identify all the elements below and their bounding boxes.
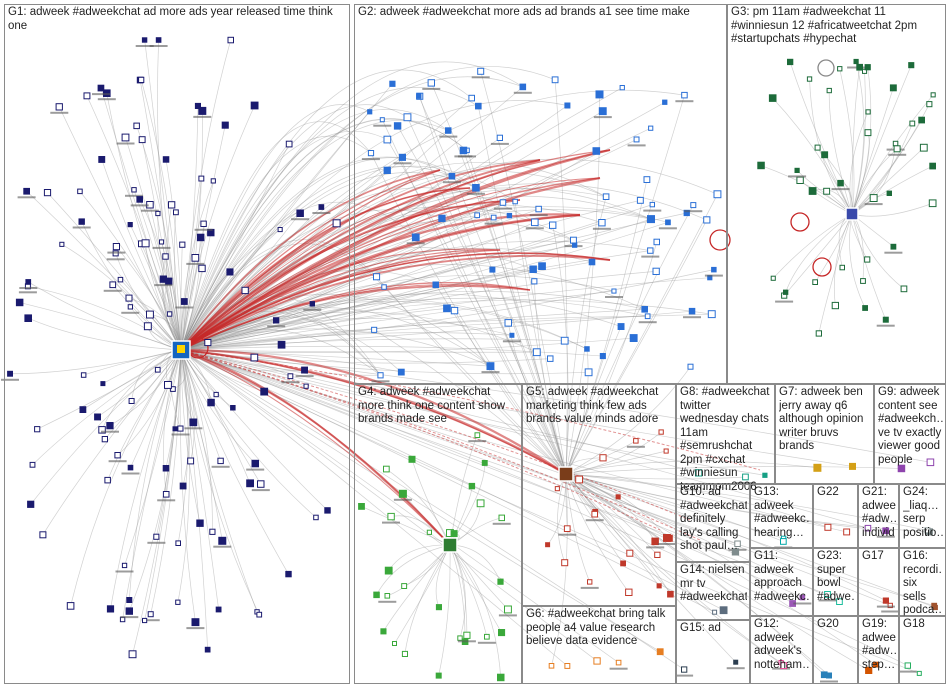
group-label: G17	[862, 550, 896, 564]
group-label: G9: adweek content see #adweekch… ve tv …	[878, 386, 943, 467]
group-box-g19: G19: adweek #adw… step…	[858, 616, 899, 684]
group-label: G23: super bowl #adwe…	[817, 550, 855, 604]
group-label: G19: adweek #adw… step…	[862, 618, 896, 672]
group-label: G2: adweek #adweekchat more ads ad brand…	[358, 6, 724, 20]
group-box-g17: G17	[858, 548, 899, 616]
group-label: G3: pm 11am #adweekchat 11 #winniesun 12…	[731, 6, 943, 47]
group-box-g3: G3: pm 11am #adweekchat 11 #winniesun 12…	[727, 4, 946, 384]
group-box-g24: G24: _liaq… serp positio…	[899, 484, 946, 548]
group-box-g11: G11: adweek approach #adweekc…	[750, 548, 813, 616]
group-box-g23: G23: super bowl #adwe…	[813, 548, 858, 616]
group-box-g6: G6: #adweekchat bring talk people a4 val…	[522, 606, 676, 684]
group-box-g8: G8: #adweekchat twitter wednesday chats …	[676, 384, 775, 484]
group-label: G14: nielsen mr tv #adweekchat	[680, 564, 747, 605]
group-label: G1: adweek #adweekchat ad more ads year …	[8, 6, 347, 33]
group-label: G12: adweek adweek's notteham…	[754, 618, 810, 672]
group-box-g22: G22	[813, 484, 858, 548]
group-box-g10: G10: ad #adweekchat definitely lay's cal…	[676, 484, 750, 562]
group-label: G5: adweek #adweekchat marketing think f…	[526, 386, 673, 427]
group-box-g1: G1: adweek #adweekchat ad more ads year …	[4, 4, 350, 684]
group-label: G22	[817, 486, 855, 500]
group-label: G8: #adweekchat twitter wednesday chats …	[680, 386, 772, 494]
group-label: G13: adweek #adweekc… hearing…	[754, 486, 810, 540]
group-box-g16: G16: recordi… six sells podca…	[899, 548, 946, 616]
group-box-g14: G14: nielsen mr tv #adweekchat	[676, 562, 750, 620]
group-box-g7: G7: adweek ben jerry away q6 although op…	[775, 384, 874, 484]
group-box-g13: G13: adweek #adweekc… hearing…	[750, 484, 813, 548]
group-label: G15: ad	[680, 622, 747, 636]
group-box-g18: G18	[899, 616, 946, 684]
group-label: G18	[903, 618, 943, 632]
group-box-g15: G15: ad	[676, 620, 750, 684]
group-box-g4: G4: adweek #adweekchat more think one co…	[354, 384, 522, 684]
group-box-g12: G12: adweek adweek's notteham…	[750, 616, 813, 684]
group-label: G4: adweek #adweekchat more think one co…	[358, 386, 519, 427]
group-label: G10: ad #adweekchat definitely lay's cal…	[680, 486, 747, 554]
group-label: G16: recordi… six sells podca…	[903, 550, 943, 618]
group-label: G24: _liaq… serp positio…	[903, 486, 943, 540]
group-box-g20: G20	[813, 616, 858, 684]
group-label: G11: adweek approach #adweekc…	[754, 550, 810, 604]
group-label: G6: #adweekchat bring talk people a4 val…	[526, 608, 673, 649]
group-box-g21: G21: adweeka… #adw… individ…	[858, 484, 899, 548]
group-box-g9: G9: adweek content see #adweekch… ve tv …	[874, 384, 946, 484]
group-box-g2: G2: adweek #adweekchat more ads ad brand…	[354, 4, 727, 384]
group-label: G20	[817, 618, 855, 632]
group-box-g5: G5: adweek #adweekchat marketing think f…	[522, 384, 676, 606]
group-label: G7: adweek ben jerry away q6 although op…	[779, 386, 871, 454]
group-label: G21: adweeka… #adw… individ…	[862, 486, 896, 540]
